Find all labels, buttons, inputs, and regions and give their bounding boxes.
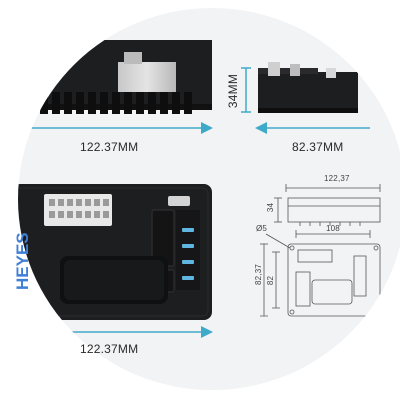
height-indicator — [241, 67, 251, 113]
drawing-inner-width-label: 108 — [326, 224, 340, 233]
drawing-width-label: 122,37 — [324, 174, 350, 183]
drawing-hole-label: Ø5 — [256, 224, 268, 233]
side-view-device — [40, 40, 212, 114]
drawing-inner-depth-label: 82 — [266, 275, 276, 286]
brand-logo: HEYES — [13, 232, 32, 290]
technical-drawing — [260, 184, 381, 317]
drawing-height-label: 34 — [266, 202, 276, 213]
drawing-depth-label: 82,37 — [254, 263, 264, 286]
top-view-controller — [18, 184, 212, 320]
depth-label-right: 82.37MM — [292, 140, 344, 154]
height-label: 34MM — [226, 73, 241, 109]
width-label-bottom: 122.37MM — [80, 342, 139, 356]
width-label-top: 122.37MM — [80, 140, 139, 154]
end-view-device — [258, 62, 358, 113]
